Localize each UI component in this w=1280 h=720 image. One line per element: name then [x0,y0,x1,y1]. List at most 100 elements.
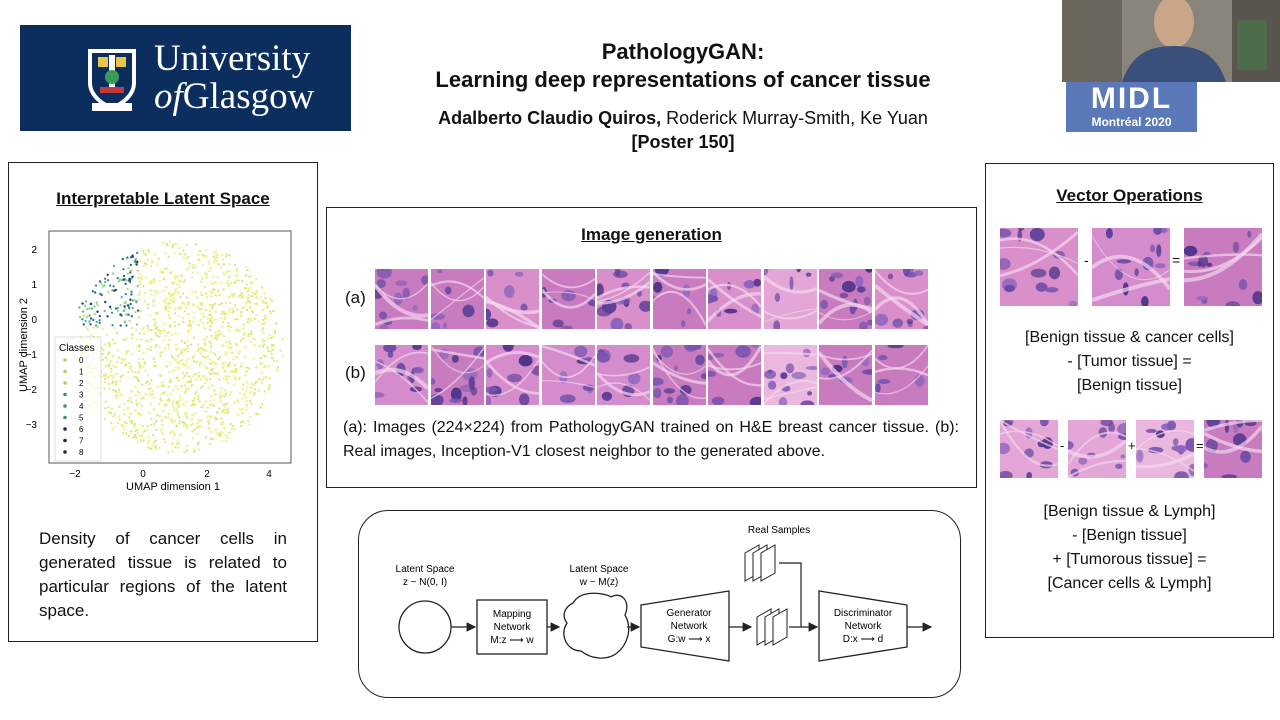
scatter-point [178,279,181,282]
scatter-point [164,299,167,302]
scatter-point [119,379,122,383]
scatter-point [208,269,211,273]
ytick: −1 [26,350,38,361]
scatter-point [135,436,138,439]
scatter-point [137,412,140,415]
scatter-point [191,356,194,359]
scatter-point [253,344,256,347]
scatter-point [107,290,110,293]
scatter-point [205,292,208,295]
scatter-point [250,333,253,336]
scatter-point [243,374,247,377]
scatter-point [111,338,114,342]
scatter-point [167,314,171,317]
scatter-point [205,273,209,276]
tissue-tile [375,269,428,329]
scatter-point [264,316,267,319]
scatter-point [108,388,111,391]
scatter-point [147,340,151,343]
scatter-point [203,382,207,385]
scatter-point [199,280,203,283]
scatter-point [139,392,142,395]
scatter-point [186,350,190,353]
scatter-point [171,294,174,297]
scatter-point [225,434,228,437]
scatter-point [281,355,284,358]
scatter-point [98,319,101,322]
scatter-point [104,373,108,376]
scatter-point [120,279,123,282]
scatter-point [194,290,197,293]
scatter-point [191,291,194,294]
scatter-point [212,352,215,355]
scatter-point [150,260,154,263]
scatter-point [106,273,109,276]
scatter-point [167,451,170,454]
eq2-line3: + [Tumorous tissue] = [1052,551,1207,568]
scatter-point [200,406,203,409]
scatter-point [219,281,223,284]
scatter-point [130,390,134,393]
scatter-point [209,377,212,381]
scatter-point [138,349,141,353]
scatter-point [138,298,141,301]
scatter-point [154,321,157,324]
legend-marker [63,438,67,443]
scatter-point [205,378,208,382]
scatter-point [184,253,187,256]
scatter-point [129,263,133,267]
scatter-point [170,299,174,303]
scatter-point [119,375,122,379]
scatter-point [209,345,213,348]
scatter-point [204,271,207,275]
scatter-point [237,352,241,355]
scatter-point [224,353,227,356]
scatter-point [196,422,199,425]
scatter-point [159,269,163,273]
scatter-point [260,286,264,289]
scatter-point [121,358,124,361]
scatter-point [150,394,153,397]
scatter-point [135,402,138,405]
scatter-point [262,340,265,343]
eq2-line1: [Benign tissue & Lymph] [1043,503,1216,520]
scatter-point [179,295,182,299]
scatter-point [144,369,147,372]
scatter-point [221,344,224,347]
scatter-point [233,304,237,307]
scatter-point [207,386,210,389]
scatter-point [234,377,237,381]
scatter-point [245,370,248,373]
scatter-point [143,265,146,268]
legend-label: 5 [79,414,84,423]
legend-label: 7 [79,437,84,446]
scatter-point [130,400,133,403]
scatter-point [141,424,144,428]
scatter-point [175,407,179,410]
scatter-point [272,335,275,338]
scatter-point [150,293,153,296]
scatter-point [186,426,189,429]
legend-marker [63,369,67,374]
scatter-point [245,366,248,369]
scatter-point [197,448,201,451]
scatter-point [169,298,172,301]
scatter-point [213,288,216,291]
scatter-point [98,314,102,318]
scatter-point [187,300,190,303]
scatter-point [200,419,203,422]
scatter-point [224,255,228,259]
scatter-point [104,343,107,346]
scatter-point [213,251,216,254]
scatter-point [182,403,185,406]
scatter-point [244,274,247,277]
scatter-point [220,423,224,426]
scatter-point [183,349,187,352]
scatter-point [223,362,226,365]
scatter-point [227,284,230,287]
scatter-point [148,411,151,415]
scatter-point [142,351,145,354]
scatter-point [130,326,134,330]
scatter-point [123,427,126,431]
scatter-point [153,440,156,444]
